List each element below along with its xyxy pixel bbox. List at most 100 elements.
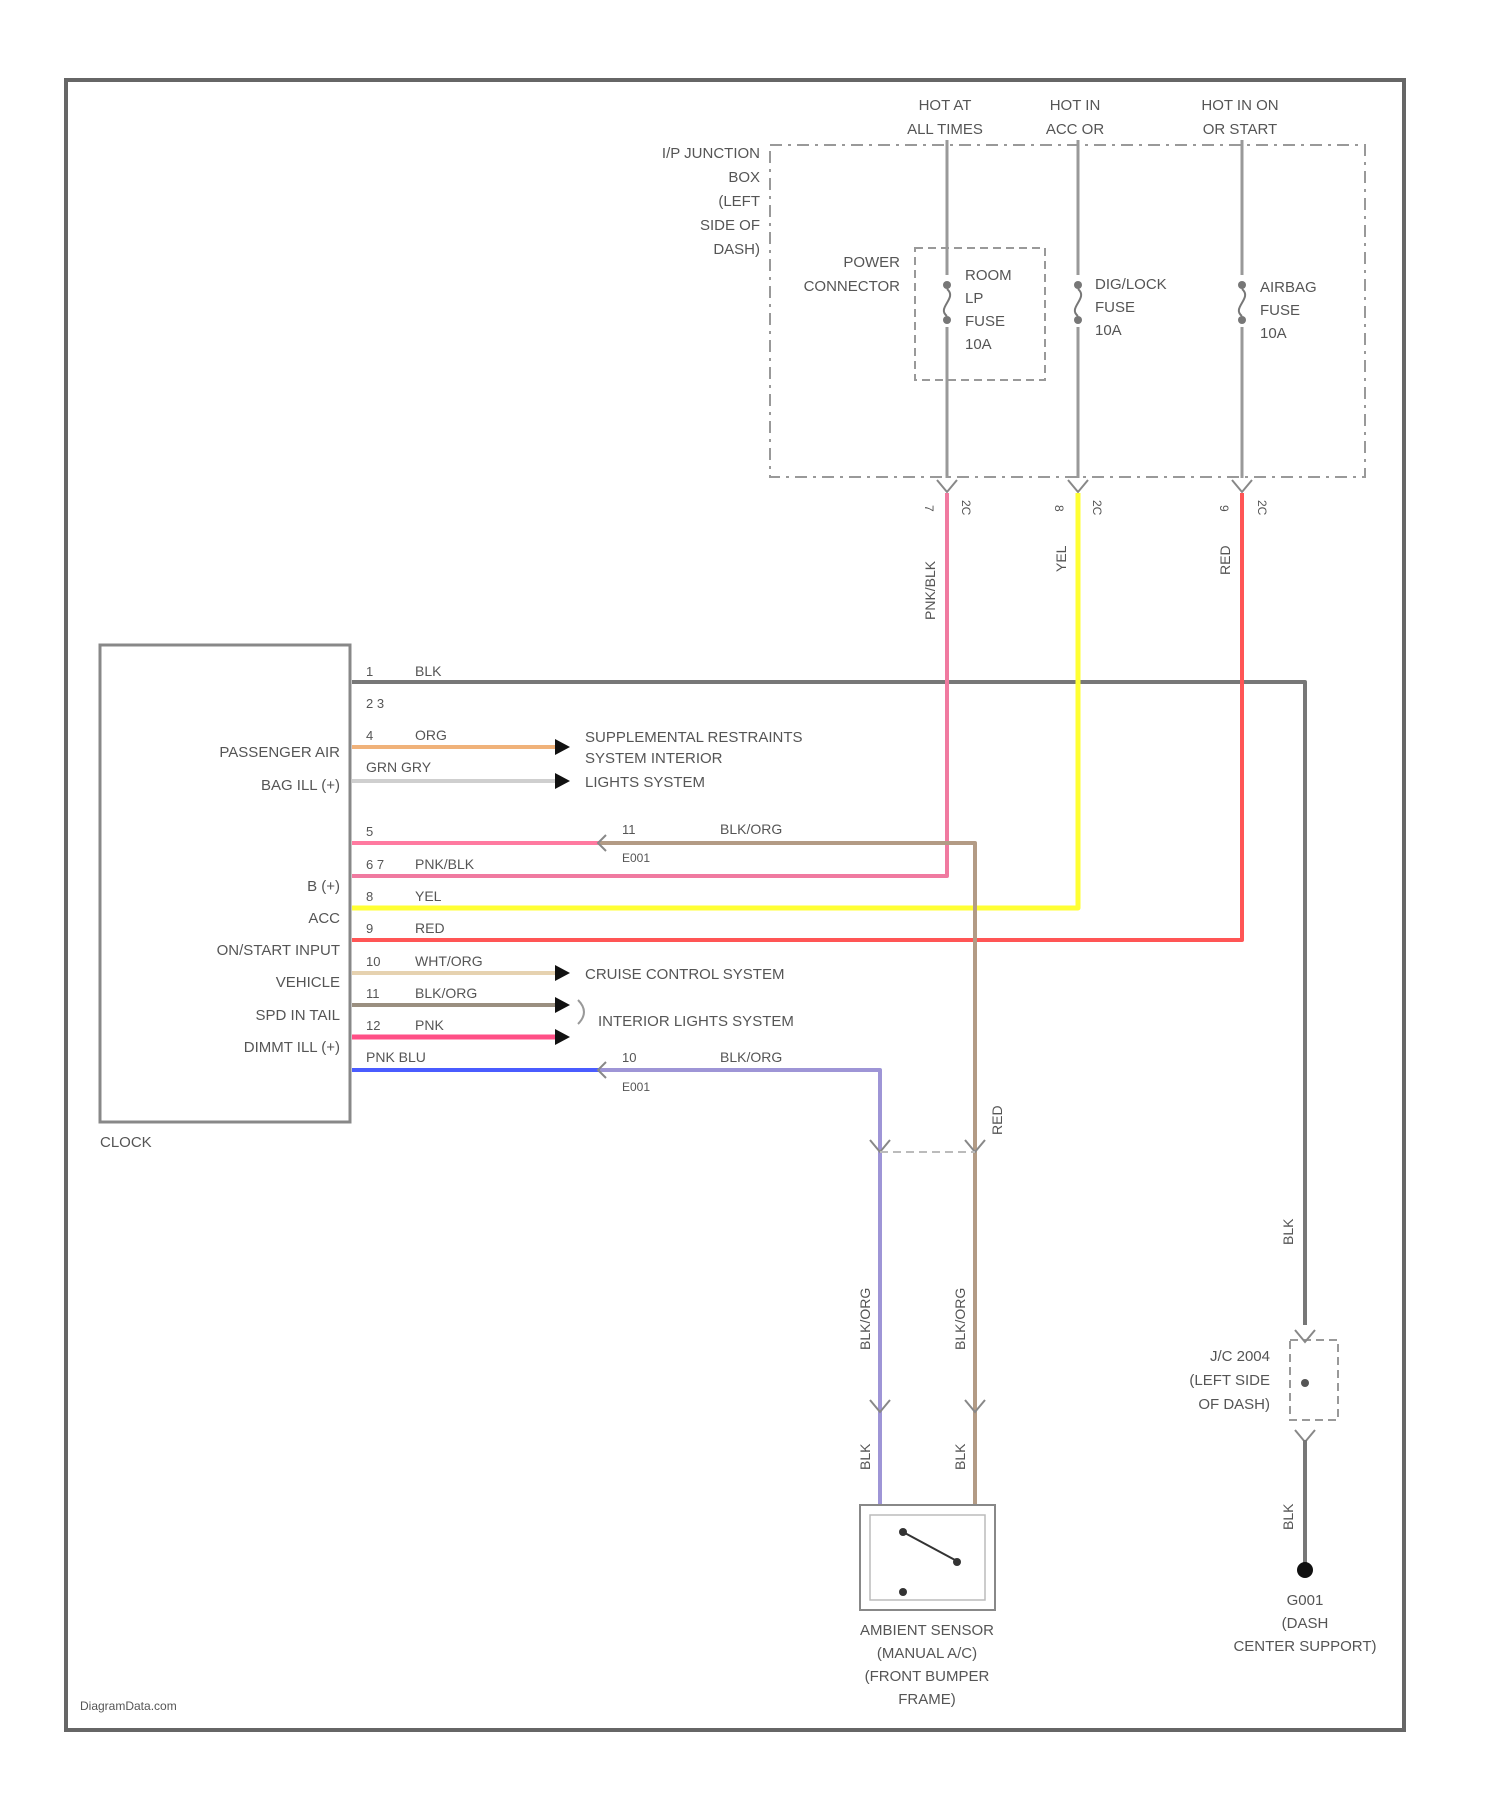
svg-text:WHT/ORG: WHT/ORG xyxy=(415,953,483,969)
svg-text:VEHICLE: VEHICLE xyxy=(276,974,340,991)
yel-wire xyxy=(352,493,1078,908)
joint-connector: J/C 2004 (LEFT SIDE OF DASH) xyxy=(1189,1330,1338,1442)
ground-label: G001 (DASH CENTER SUPPORT) xyxy=(1233,1592,1376,1655)
svg-text:10: 10 xyxy=(366,954,380,969)
svg-text:LIGHTS SYSTEM: LIGHTS SYSTEM xyxy=(585,774,705,791)
jb-connectors xyxy=(937,480,1252,492)
svg-text:ROOM: ROOM xyxy=(965,267,1012,284)
power-headers: HOT AT ALL TIMES HOT IN ACC OR HOT IN ON… xyxy=(907,97,1279,138)
svg-text:BAG ILL (+): BAG ILL (+) xyxy=(261,777,340,794)
svg-text:10: 10 xyxy=(622,1050,636,1065)
svg-text:OF DASH): OF DASH) xyxy=(1198,1396,1270,1413)
svg-text:E001: E001 xyxy=(622,851,650,865)
destinations: SUPPLEMENTAL RESTRAINTS SYSTEM INTERIOR … xyxy=(578,729,803,1030)
fuse-symbols: ROOM LP FUSE 10A DIG/LOCK FUSE 10A AIRBA… xyxy=(940,267,1317,353)
svg-text:DIG/LOCK: DIG/LOCK xyxy=(1095,276,1167,293)
svg-text:ON/START INPUT: ON/START INPUT xyxy=(217,942,340,959)
cruise-control-label: CRUISE CONTROL SYSTEM xyxy=(585,966,784,983)
svg-text:12: 12 xyxy=(366,1018,380,1033)
svg-text:BLK/ORG: BLK/ORG xyxy=(720,1049,782,1065)
svg-text:BLK: BLK xyxy=(952,1443,968,1470)
svg-text:I/P JUNCTION: I/P JUNCTION xyxy=(662,145,760,162)
hot-acc-label-2: ACC OR xyxy=(1046,121,1105,138)
svg-text:PASSENGER AIR: PASSENGER AIR xyxy=(219,744,340,761)
ambient-sensor-icon xyxy=(860,1505,995,1610)
clock-module: CLOCK xyxy=(100,645,350,1151)
svg-text:FRAME): FRAME) xyxy=(898,1691,956,1708)
svg-text:(DASH: (DASH xyxy=(1282,1615,1329,1632)
svg-text:DASH): DASH) xyxy=(713,241,760,258)
svg-text:CENTER SUPPORT): CENTER SUPPORT) xyxy=(1233,1638,1376,1655)
svg-text:5: 5 xyxy=(366,824,373,839)
yel-wire-label: YEL xyxy=(1053,545,1069,572)
svg-text:POWER: POWER xyxy=(843,254,900,271)
svg-text:J/C 2004: J/C 2004 xyxy=(1210,1348,1270,1365)
red-sensor-wire-label: RED xyxy=(989,1105,1005,1135)
svg-text:2C: 2C xyxy=(1255,500,1269,516)
blk-org-sensor-wire-left xyxy=(600,1070,880,1505)
svg-text:8: 8 xyxy=(1052,505,1066,512)
svg-text:RED: RED xyxy=(415,920,445,936)
svg-text:11: 11 xyxy=(366,986,380,1001)
svg-text:YEL: YEL xyxy=(415,888,442,904)
sensor-wire-right-label: BLK/ORG xyxy=(952,1288,968,1350)
svg-text:2C: 2C xyxy=(1090,500,1104,516)
svg-text:BOX: BOX xyxy=(728,169,760,186)
svg-text:E001: E001 xyxy=(622,1080,650,1094)
svg-text:ACC: ACC xyxy=(308,910,340,927)
svg-text:PNK: PNK xyxy=(415,1017,444,1033)
jb-connector-pins: 7 2C 8 2C 9 2C xyxy=(922,500,1269,516)
hot-at-all-times-label: HOT AT xyxy=(919,97,972,114)
svg-text:BLK: BLK xyxy=(415,663,442,679)
svg-text:SPD IN TAIL: SPD IN TAIL xyxy=(256,1007,340,1024)
splice-connector: 11 10 BLK/ORG BLK/ORG E001 E001 xyxy=(598,821,782,1094)
svg-text:11: 11 xyxy=(622,822,636,837)
hot-acc-label: HOT IN xyxy=(1050,97,1101,114)
arrowheads xyxy=(555,739,570,1045)
svg-text:(LEFT: (LEFT xyxy=(718,193,760,210)
inline-connector xyxy=(870,1140,985,1412)
svg-text:8: 8 xyxy=(366,889,373,904)
dig-lock-fuse-icon xyxy=(1071,275,1085,327)
svg-text:2 3: 2 3 xyxy=(366,696,384,711)
svg-text:1: 1 xyxy=(366,664,373,679)
pnk-blk-wire-label: PNK/BLK xyxy=(922,560,938,620)
svg-text:9: 9 xyxy=(366,921,373,936)
wires xyxy=(352,493,1305,1505)
svg-text:BLK/ORG: BLK/ORG xyxy=(720,821,782,837)
svg-text:BLK: BLK xyxy=(857,1443,873,1470)
svg-text:GRN GRY: GRN GRY xyxy=(366,759,432,775)
ground-point-icon xyxy=(1297,1562,1313,1578)
svg-text:PNK BLU: PNK BLU xyxy=(366,1049,426,1065)
svg-text:AMBIENT SENSOR: AMBIENT SENSOR xyxy=(860,1622,994,1639)
clock-label: CLOCK xyxy=(100,1134,152,1151)
svg-text:FUSE: FUSE xyxy=(965,313,1005,330)
svg-text:B (+): B (+) xyxy=(307,878,340,895)
svg-text:PNK/BLK: PNK/BLK xyxy=(415,856,475,872)
red-wire xyxy=(352,493,1242,940)
blk-org-sensor-wire-right xyxy=(600,843,975,1505)
svg-text:DIMMT ILL (+): DIMMT ILL (+) xyxy=(244,1039,340,1056)
hot-at-all-times-label-2: ALL TIMES xyxy=(907,121,983,138)
svg-text:CONNECTOR: CONNECTOR xyxy=(804,278,901,295)
svg-text:ORG: ORG xyxy=(415,727,447,743)
sensor-wire-left-label: BLK/ORG xyxy=(857,1288,873,1350)
svg-text:10A: 10A xyxy=(1260,325,1287,342)
svg-text:6 7: 6 7 xyxy=(366,857,384,872)
svg-text:AIRBAG: AIRBAG xyxy=(1260,279,1317,296)
clock-pin-numbers: 1 2 3 4 5 6 7 8 9 10 11 12 xyxy=(366,664,384,1033)
svg-text:7: 7 xyxy=(922,505,936,512)
footer-watermark: DiagramData.com xyxy=(80,1699,177,1713)
room-lp-fuse-icon xyxy=(940,275,954,327)
svg-text:SIDE OF: SIDE OF xyxy=(700,217,760,234)
svg-text:FUSE: FUSE xyxy=(1260,302,1300,319)
svg-text:(FRONT BUMPER: (FRONT BUMPER xyxy=(865,1668,990,1685)
airbag-fuse-icon xyxy=(1235,275,1249,327)
hot-on-label-2: OR START xyxy=(1203,121,1277,138)
svg-text:(LEFT SIDE: (LEFT SIDE xyxy=(1189,1372,1270,1389)
svg-text:2C: 2C xyxy=(959,500,973,516)
ambient-sensor-label: AMBIENT SENSOR (MANUAL A/C) (FRONT BUMPE… xyxy=(860,1622,994,1708)
svg-text:(MANUAL A/C): (MANUAL A/C) xyxy=(877,1645,977,1662)
srs-label: SUPPLEMENTAL RESTRAINTS xyxy=(585,729,803,746)
